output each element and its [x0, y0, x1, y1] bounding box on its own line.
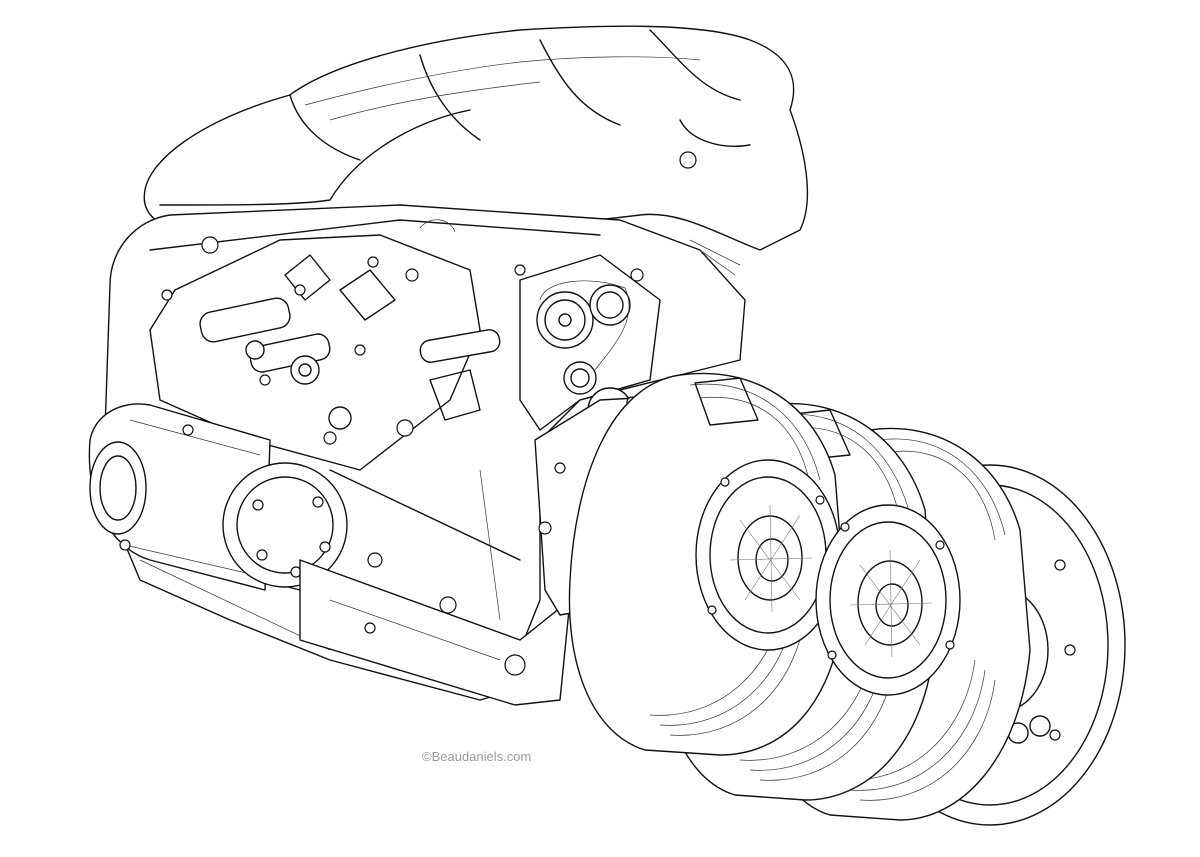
lower-case [300, 553, 570, 705]
block-bolts [120, 152, 696, 550]
valve-train [198, 255, 632, 432]
starter-motor [89, 404, 347, 590]
timing-gears [420, 220, 740, 394]
pressure-plate-2 [816, 505, 960, 695]
credit-watermark: ©Beaudaniels.com [422, 749, 532, 764]
